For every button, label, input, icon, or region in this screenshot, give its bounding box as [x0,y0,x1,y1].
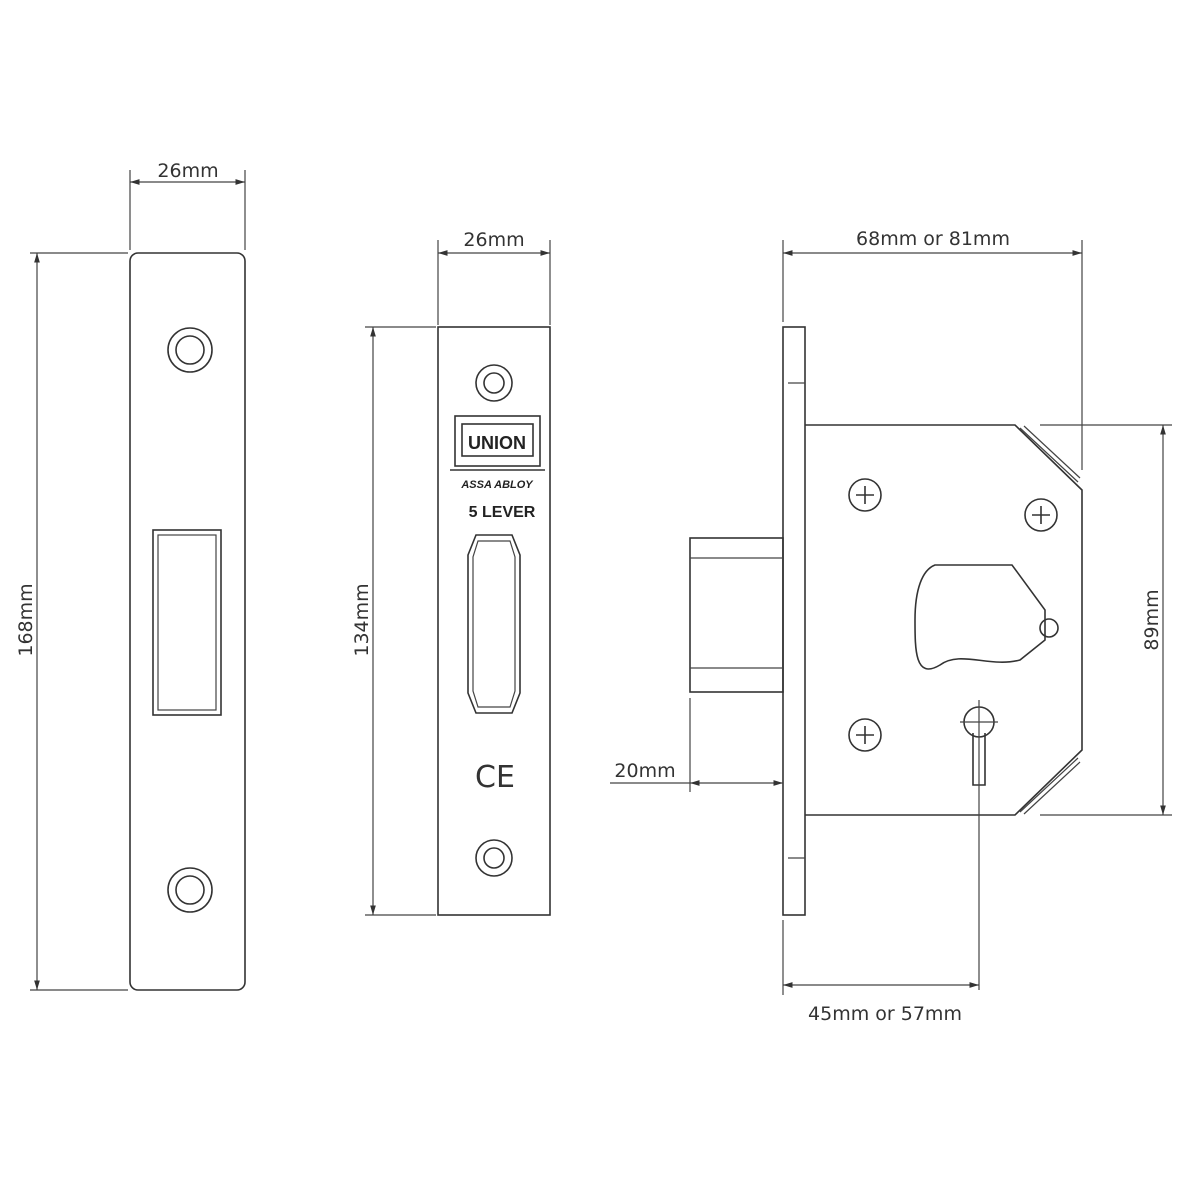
screw-icon [848,718,882,752]
case-height-label: 89mm [1141,589,1163,650]
ce-mark: CE [475,760,515,795]
bolt-throw-label: 20mm [614,760,675,782]
strike-height-label: 168mm [15,583,37,656]
keyhole-icon [960,700,998,990]
screw-icon [848,478,882,512]
case-width-label: 68mm or 81mm [856,228,1010,250]
lever-label: 5 LEVER [469,504,536,521]
strike-plate: 26mm 168mm [15,160,246,991]
lock-body: 68mm or 81mm 89mm 20mm 45mm or 57mm [610,228,1172,1025]
brand-sub-text: ASSA ABLOY [460,479,534,491]
backset-label: 45mm or 57mm [808,1003,962,1025]
union-logo: UNION ASSA ABLOY [450,415,545,491]
brand-logo-text: UNION [468,433,526,453]
forend-height-label: 134mm [351,583,373,656]
forend-width-label: 26mm [463,229,524,251]
screw-icon [1024,498,1058,532]
strike-width-label: 26mm [157,160,218,182]
forend-plate: UNION ASSA ABLOY 5 LEVER CE 26mm 134mm [351,229,551,916]
